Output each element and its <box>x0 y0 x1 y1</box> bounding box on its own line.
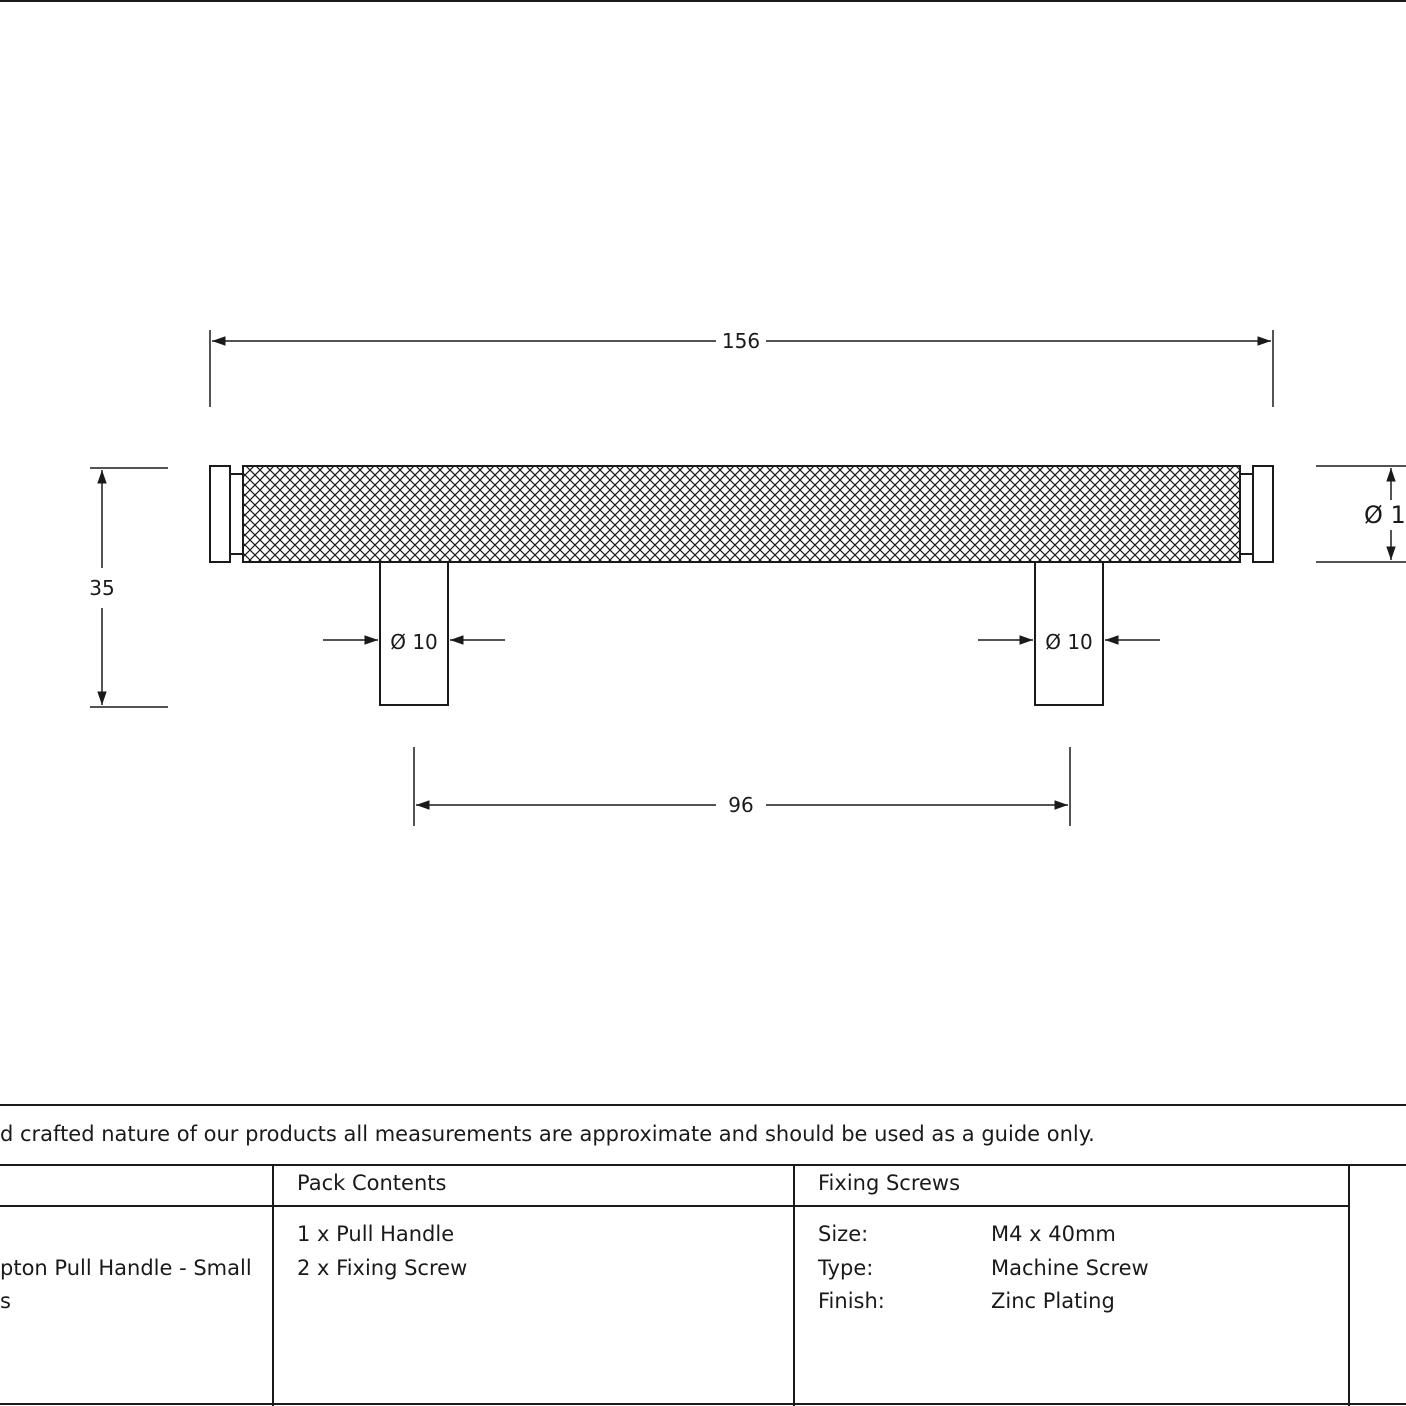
disclaimer-text: d crafted nature of our products all mea… <box>0 1122 1095 1146</box>
screw-type-label: Type: <box>818 1256 874 1280</box>
pack-contents-header: Pack Contents <box>297 1171 447 1195</box>
left-leg-diameter-label: Ø 10 <box>390 630 438 654</box>
right-leg-diameter-dimension: Ø 10 <box>978 630 1160 654</box>
overall-length-label: 156 <box>722 329 760 353</box>
bar-diameter-label: Ø 14 <box>1364 501 1406 529</box>
left-leg-diameter-dimension: Ø 10 <box>323 630 505 654</box>
centres-label: 96 <box>728 793 753 817</box>
table-bottom-border <box>0 1403 1406 1405</box>
table-top-border <box>0 1164 1406 1166</box>
screw-type-value: Machine Screw <box>991 1256 1149 1280</box>
header-underline <box>0 1205 1350 1207</box>
knurled-bar <box>242 465 1241 563</box>
left-leg <box>379 561 449 706</box>
height-dimension: 35 <box>89 467 168 708</box>
height-label: 35 <box>89 576 114 600</box>
centres-dimension: 96 <box>413 747 1071 826</box>
screw-size-value: M4 x 40mm <box>991 1222 1116 1246</box>
screw-finish-value: Zinc Plating <box>991 1289 1115 1313</box>
bar-diameter-dimension: Ø 14 <box>1316 465 1406 563</box>
column-divider-2 <box>793 1164 795 1406</box>
info-top-border <box>0 1104 1406 1106</box>
left-end-cap <box>209 465 244 563</box>
technical-drawing: 156 35 Ø 14 Ø 10 Ø 10 96 <box>89 329 1406 826</box>
column-divider-1 <box>272 1164 274 1406</box>
screw-finish-label: Finish: <box>818 1289 885 1313</box>
top-border <box>0 0 1406 2</box>
description-line-2: s <box>0 1289 11 1313</box>
right-end-cap <box>1239 465 1274 563</box>
description-line-1: pton Pull Handle - Small <box>0 1256 252 1280</box>
overall-length-dimension: 156 <box>209 329 1274 407</box>
pack-item-1: 1 x Pull Handle <box>297 1222 455 1246</box>
right-leg-diameter-label: Ø 10 <box>1045 630 1093 654</box>
pack-item-2: 2 x Fixing Screw <box>297 1256 468 1280</box>
column-divider-3 <box>1348 1164 1350 1406</box>
right-leg <box>1034 561 1104 706</box>
screw-size-label: Size: <box>818 1222 869 1246</box>
fixing-screws-header: Fixing Screws <box>818 1171 961 1195</box>
